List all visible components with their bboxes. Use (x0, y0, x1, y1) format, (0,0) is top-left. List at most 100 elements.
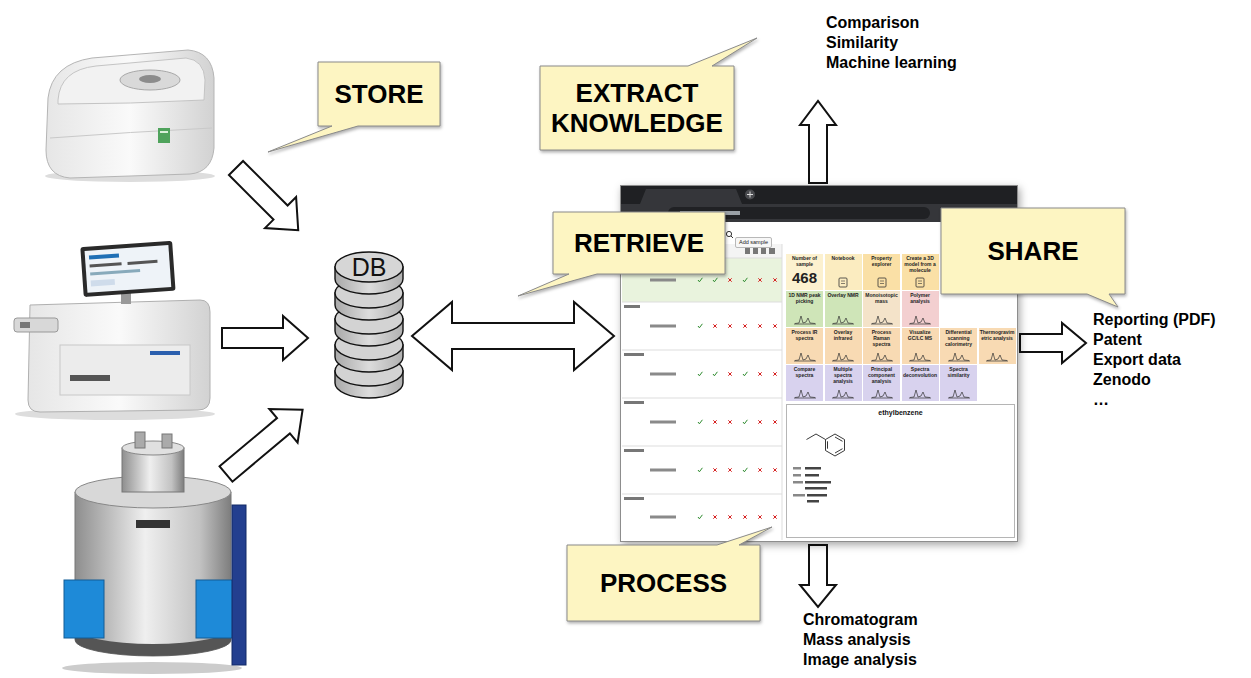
browser-screenshot (698, 420, 702, 424)
tool-tile: Differential scanning calorimetry (940, 328, 977, 364)
tile-icon (871, 390, 893, 398)
browser-screenshot (773, 372, 776, 375)
thermal-analyzer (91, 279, 115, 287)
callout-text: STORE (334, 79, 423, 109)
browser-screenshot (728, 515, 731, 518)
thermal-analyzer (14, 241, 215, 420)
tool-tile: Multiple spectra analysis (825, 365, 862, 401)
compound-name: ethylbenzene (787, 408, 1014, 417)
output-item: Image analysis (803, 650, 917, 670)
tile-icon (947, 351, 971, 362)
tile-title: Spectra deconvolution (903, 367, 938, 379)
tile-icon (985, 351, 1009, 362)
browser-screenshot (698, 372, 702, 376)
browser-screenshot (731, 236, 733, 238)
callout-bubble: EXTRACT KNOWLEDGE (540, 66, 734, 150)
thermal-analyzer (90, 262, 122, 267)
browser-screenshot (713, 468, 716, 471)
tile-icon (909, 316, 931, 324)
nmr-magnet (62, 662, 242, 674)
browser-screenshot (728, 324, 731, 327)
output-item: Zenodo (1093, 370, 1151, 390)
browser-screenshot (728, 420, 731, 423)
browser-screenshot (624, 449, 644, 452)
callout-text: SHARE (987, 236, 1078, 266)
tile-icon (831, 277, 855, 288)
tile-icon (871, 316, 893, 324)
browser-screenshot (728, 468, 731, 471)
tile-icon (908, 351, 932, 362)
tile-title: Compare spectra (787, 367, 822, 379)
tile-title: Principal component analysis (864, 367, 899, 384)
output-item: … (1093, 390, 1109, 410)
browser-screenshot (713, 420, 716, 423)
flow-arrow (800, 545, 836, 607)
tile-icon (794, 316, 816, 324)
tile-icon (948, 390, 970, 398)
tile-title: Monoisotopic mass (864, 293, 899, 305)
flow-arrow (222, 316, 308, 360)
callout-bubble: RETRIEVE (553, 212, 725, 274)
nmr-magnet (136, 520, 170, 528)
nmr-magnet (196, 580, 234, 638)
tile-icon (832, 353, 854, 361)
tool-tile: Process Raman spectra (863, 328, 900, 364)
thermal-analyzer (14, 318, 58, 332)
output-item: Comparison (826, 13, 919, 33)
tool-tile: Property explorer (863, 254, 900, 290)
thermal-analyzer (28, 300, 210, 412)
browser-screenshot (743, 468, 747, 472)
ir-spectrometer (46, 50, 214, 178)
tile-icon (947, 388, 971, 399)
tile-icon (870, 277, 894, 288)
tool-tile: 1D NMR peak picking (786, 291, 823, 327)
tile-icon (793, 388, 817, 399)
callout-bubble: SHARE (941, 208, 1125, 294)
tool-tile: Compare spectra (786, 365, 823, 401)
output-item: Similarity (826, 33, 898, 53)
thermal-analyzer (90, 269, 140, 275)
browser-screenshot (620, 185, 1018, 204)
browser-screenshot (758, 278, 761, 281)
thermal-analyzer (85, 245, 172, 293)
tile-title: Overlay NMR (826, 293, 861, 299)
flow-arrow (212, 393, 317, 491)
browser-screenshot (773, 420, 776, 423)
browser-screenshot (758, 468, 761, 471)
browser-screenshot (624, 305, 640, 308)
double-arrow (412, 302, 614, 370)
database-cylinder: DB (334, 250, 404, 400)
tile-icon (870, 388, 894, 399)
ir-spectrometer (120, 70, 180, 90)
tile-title: Differential scanning calorimetry (941, 330, 976, 347)
tile-icon (908, 388, 932, 399)
tool-tile: Thermogravimetric analysis (979, 328, 1016, 364)
tile-title: Overlay infrared (826, 330, 861, 342)
tile-icon (878, 278, 886, 287)
database-disks (335, 252, 403, 398)
callout-shape (540, 38, 757, 150)
tile-icon (831, 388, 855, 399)
flow-arrow (220, 152, 313, 245)
molecule-drawing (793, 434, 845, 503)
callout-shape (518, 212, 725, 296)
tile-icon (948, 353, 970, 361)
tool-tile: Create a 3D model from a molecule (902, 254, 939, 290)
browser-screenshot (713, 278, 717, 282)
browser-screenshot (773, 468, 776, 471)
nmr-magnet (135, 432, 145, 448)
browser-screenshot (743, 278, 747, 282)
tile-title: Visualize GC/LC MS (903, 330, 938, 342)
callout-shape (941, 208, 1125, 307)
tile-icon (909, 353, 931, 361)
browser-screenshot (758, 372, 761, 375)
callout-shape (567, 527, 772, 621)
callout-shape (268, 62, 440, 152)
browser-screenshot (758, 420, 761, 423)
tile-icon (831, 314, 855, 325)
tile-title: Number of sample (787, 256, 822, 268)
tile-title: Property explorer (864, 256, 899, 268)
button-label: Add sample (735, 237, 772, 248)
